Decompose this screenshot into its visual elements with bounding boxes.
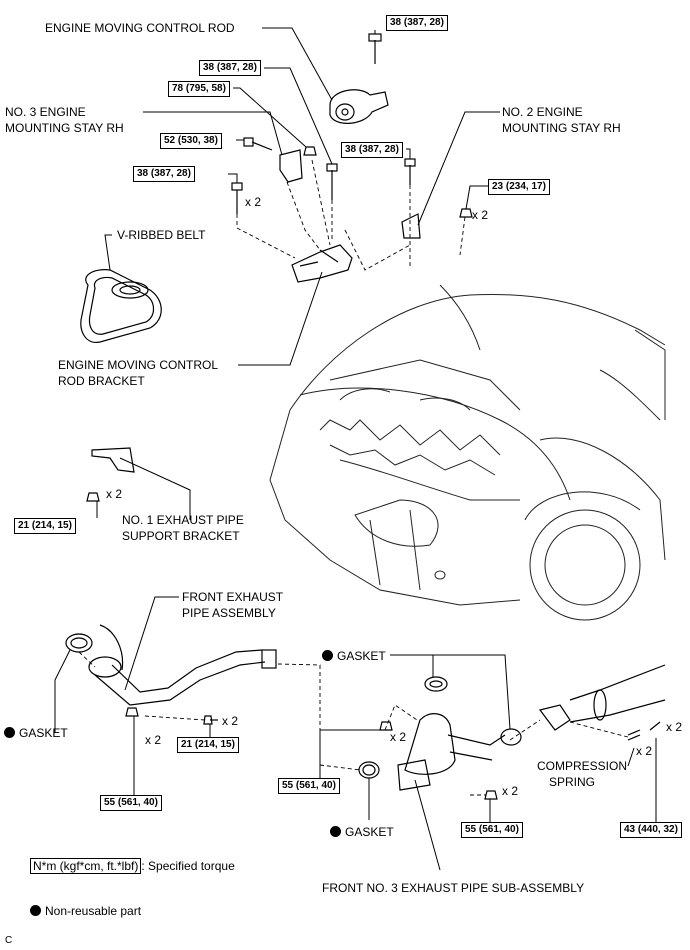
- torque-no3-nut: 55 (561, 40): [278, 778, 340, 794]
- label-no2-stay-line2: MOUNTING STAY RH: [502, 121, 621, 135]
- legend-non-reusable: Non-reusable part: [30, 903, 141, 919]
- torque-bracket-bolts: 38 (387, 28): [133, 166, 195, 182]
- label-gasket-left: GASKET: [4, 725, 68, 741]
- non-reusable-dot-icon: [322, 650, 333, 661]
- legend-torque-desc: : Specified torque: [141, 859, 235, 873]
- torque-no3-bolt: 55 (561, 40): [461, 822, 523, 838]
- torque-spring-bolt: 43 (440, 32): [620, 822, 682, 838]
- label-no3-stay-line1: NO. 3 ENGINE: [5, 105, 86, 119]
- qty-support-nuts: x 2: [106, 487, 123, 501]
- no2-mounting-stay: [401, 213, 421, 239]
- label-gasket-top: GASKET: [322, 648, 386, 664]
- exhaust-support-bracket-part: [86, 447, 135, 502]
- engine-moving-control-rod-part: [329, 33, 389, 124]
- qty-pipe-nuts: x 2: [145, 733, 162, 747]
- torque-pipe-bolt: 21 (214, 15): [177, 737, 239, 753]
- torque-bracket-bolt-upper: 38 (387, 28): [199, 60, 261, 76]
- figure-code: C: [5, 935, 13, 946]
- non-reusable-dot-icon: [4, 727, 15, 738]
- v-ribbed-belt-part: [80, 269, 162, 343]
- label-compression-line2: SPRING: [549, 775, 596, 789]
- torque-support-nut: 21 (214, 15): [14, 518, 76, 534]
- torque-no2-stay-bolt: 38 (387, 28): [341, 142, 403, 158]
- qty-compression-springs: x 2: [636, 744, 653, 758]
- leader-lines: [54, 27, 657, 871]
- label-engine-moving-control-rod: ENGINE MOVING CONTROL ROD: [45, 21, 235, 35]
- gasket-bottom-text: GASKET: [345, 825, 394, 839]
- label-no3-stay-line2: MOUNTING STAY RH: [5, 121, 124, 135]
- non-reusable-dot-icon: [330, 826, 341, 837]
- label-no2-stay-line1: NO. 2 ENGINE: [502, 105, 583, 119]
- torque-no3-stay-bolt: 52 (530, 38): [160, 133, 222, 149]
- torque-pipe-nut: 55 (561, 40): [100, 795, 162, 811]
- label-exhaust-support-line2: SUPPORT BRACKET: [122, 529, 240, 543]
- qty-no3-bolts: x 2: [502, 784, 519, 798]
- vehicle-front-illustration: [269, 284, 666, 621]
- label-control-rod-bracket-line1: ENGINE MOVING CONTROL: [58, 358, 219, 372]
- label-control-rod-bracket-line2: ROD BRACKET: [58, 374, 145, 388]
- qty-spring-bolts: x 2: [666, 720, 683, 734]
- legend-non-reusable-text: Non-reusable part: [45, 904, 142, 918]
- label-v-ribbed-belt: V-RIBBED BELT: [117, 228, 206, 242]
- control-rod-bracket: [291, 244, 353, 283]
- front-exhaust-pipe-part: [65, 624, 277, 725]
- qty-no3-nuts: x 2: [390, 730, 407, 744]
- label-front-exhaust-line2: PIPE ASSEMBLY: [182, 606, 276, 620]
- label-compression-line1: COMPRESSION: [537, 759, 628, 773]
- gasket-top-text: GASKET: [337, 649, 386, 663]
- label-front-no3-pipe: FRONT NO. 3 EXHAUST PIPE SUB-ASSEMBLY: [322, 881, 585, 895]
- label-gasket-bottom: GASKET: [330, 824, 394, 840]
- label-front-exhaust-line1: FRONT EXHAUST: [182, 590, 284, 604]
- legend-torque-unit: N*m (kgf*cm, ft.*lbf): [30, 858, 142, 874]
- legend-torque: N*m (kgf*cm, ft.*lbf): Specified torque: [30, 858, 235, 874]
- assembly-guide-lines: [78, 159, 629, 796]
- gasket-left-text: GASKET: [19, 726, 68, 740]
- non-reusable-dot-icon: [30, 905, 41, 916]
- torque-rod-bolt: 38 (387, 28): [386, 15, 448, 31]
- torque-no2-stay-nut: 23 (234, 17): [488, 179, 550, 195]
- no3-mounting-stay: [279, 149, 303, 183]
- qty-pipe-bolts: x 2: [222, 714, 239, 728]
- torque-rod-nut: 78 (795, 58): [168, 81, 230, 97]
- front-no3-exhaust-pipe-part: [358, 664, 666, 800]
- qty-no2-stay-nuts: x 2: [472, 208, 489, 222]
- label-exhaust-support-line1: NO. 1 EXHAUST PIPE: [122, 513, 244, 527]
- qty-bracket-bolts: x 2: [245, 195, 262, 209]
